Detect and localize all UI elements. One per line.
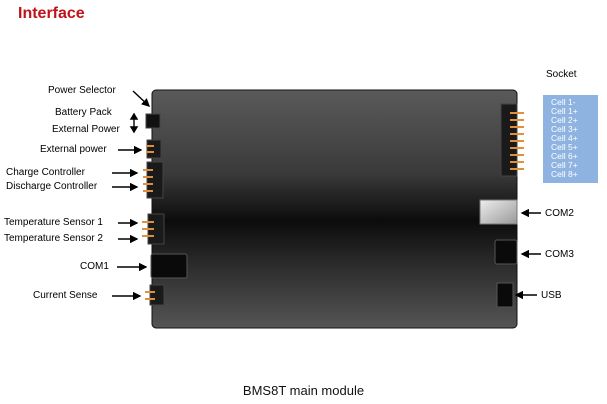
page-heading: Interface — [18, 5, 85, 22]
com2-connector — [479, 199, 518, 225]
cell-label: Cell 6+ — [551, 151, 578, 161]
figure-caption: BMS8T main module — [242, 383, 365, 398]
label-usb: USB — [541, 290, 562, 301]
label-com1: COM1 — [80, 261, 109, 272]
label-current-sense: Current Sense — [33, 290, 98, 301]
label-com3: COM3 — [545, 249, 574, 260]
cell-label: Cell 3+ — [551, 124, 578, 134]
charge-discharge-connector — [143, 161, 164, 199]
label-external-power: External power — [40, 144, 107, 155]
cell-label: Cell 1+ — [551, 106, 578, 116]
label-charge-controller: Charge Controller — [6, 167, 85, 178]
cell-label: Cell 8+ — [551, 169, 578, 179]
label-discharge-controller: Discharge Controller — [6, 181, 98, 192]
label-external-power-top: External Power — [52, 124, 120, 135]
label-com2: COM2 — [545, 208, 574, 219]
com3-connector — [494, 239, 518, 265]
cell-label: Cell 4+ — [551, 133, 578, 143]
socket-label: Socket — [546, 69, 577, 80]
arrow-power-toggle — [129, 112, 139, 134]
label-temp-sensor-1: Temperature Sensor 1 — [4, 217, 103, 228]
current-sense-connector — [145, 284, 165, 306]
power-selector-connector — [145, 113, 161, 129]
arrow-power-selector — [132, 90, 151, 107]
com1-connector — [150, 253, 188, 279]
temperature-sensor-connector — [142, 213, 165, 245]
module-body — [151, 89, 518, 329]
label-battery-pack: Battery Pack — [55, 107, 112, 118]
cell-label: Cell 1- — [551, 97, 576, 107]
cell-label: Cell 7+ — [551, 160, 578, 170]
external-power-connector — [146, 139, 162, 159]
usb-connector — [496, 282, 514, 308]
label-power-selector: Power Selector — [48, 85, 116, 96]
cell-label: Cell 5+ — [551, 142, 578, 152]
cell-list-panel: Cell 1- Cell 1+ Cell 2+ Cell 3+ Cell 4+ … — [543, 95, 598, 183]
label-temp-sensor-2: Temperature Sensor 2 — [4, 233, 103, 244]
cell-socket-connector — [500, 103, 524, 177]
cell-label: Cell 2+ — [551, 115, 578, 125]
